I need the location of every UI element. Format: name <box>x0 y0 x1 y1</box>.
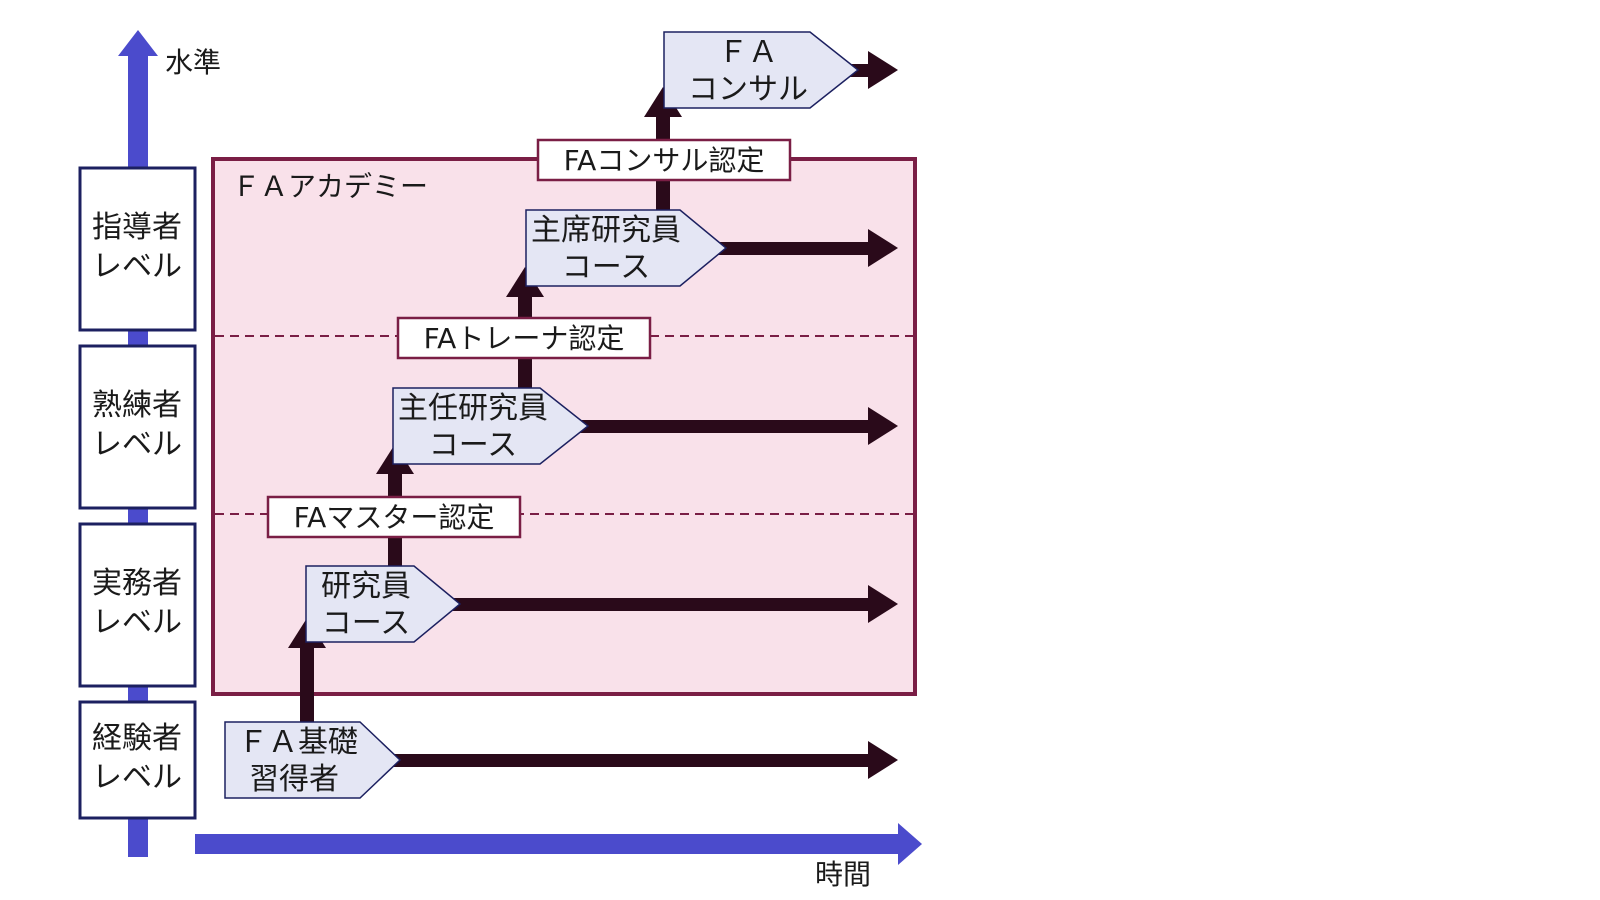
level-box: 熟練者 レベル <box>78 344 197 510</box>
background-panel <box>1025 0 1600 900</box>
level-box: 実務者 レベル <box>78 522 197 688</box>
course-shape: 研究員 コース <box>305 565 462 643</box>
horizontal-arrow <box>575 407 898 445</box>
course-line1: 主席研究員 <box>531 213 681 248</box>
x-axis <box>195 823 922 865</box>
level-box-line2: レベル <box>92 427 182 462</box>
certification-text: FAトレーナ認定 <box>424 322 625 355</box>
certification-label: FAトレーナ認定 <box>396 316 652 360</box>
certification-text: FAマスター認定 <box>294 501 495 534</box>
certification-label: FAマスター認定 <box>266 495 522 539</box>
course-shape: 主任研究員 コース <box>392 387 590 465</box>
level-box: 指導者 レベル <box>78 166 197 332</box>
level-box-line2: レベル <box>92 605 182 640</box>
course-shape: 主席研究員 コース <box>525 209 728 287</box>
horizontal-arrow <box>450 585 898 623</box>
course-line2: コース <box>562 250 651 285</box>
level-box-line1: 熟練者 <box>92 388 182 423</box>
horizontal-arrow <box>710 229 898 267</box>
course-line1: 主任研究員 <box>398 391 548 426</box>
level-box: 経験者 レベル <box>78 700 197 820</box>
certification-text: FAコンサル認定 <box>564 144 765 177</box>
course-line2: コンサル <box>688 72 808 107</box>
level-box-line2: レベル <box>92 249 182 284</box>
course-shape: ＦＡ基礎 習得者 <box>224 721 402 799</box>
level-box-line1: 指導者 <box>92 210 182 245</box>
level-box-line2: レベル <box>92 760 182 795</box>
horizontal-arrow <box>390 741 898 779</box>
academy-title: ＦＡアカデミー <box>232 170 428 203</box>
course-shape: ＦＡ コンサル <box>663 31 860 109</box>
x-axis-label: 時間 <box>815 858 871 891</box>
level-box-line1: 実務者 <box>92 566 182 601</box>
level-box-line1: 経験者 <box>92 721 182 756</box>
certification-label: FAコンサル認定 <box>536 138 792 182</box>
course-line2: コース <box>322 606 411 641</box>
course-line1: ＦＡ <box>718 35 778 70</box>
course-line2: 習得者 <box>249 762 339 797</box>
course-line1: ＦＡ基礎 <box>238 725 358 760</box>
y-axis-label: 水準 <box>165 46 221 79</box>
course-line1: 研究員 <box>321 569 411 604</box>
course-line2: コース <box>429 428 518 463</box>
